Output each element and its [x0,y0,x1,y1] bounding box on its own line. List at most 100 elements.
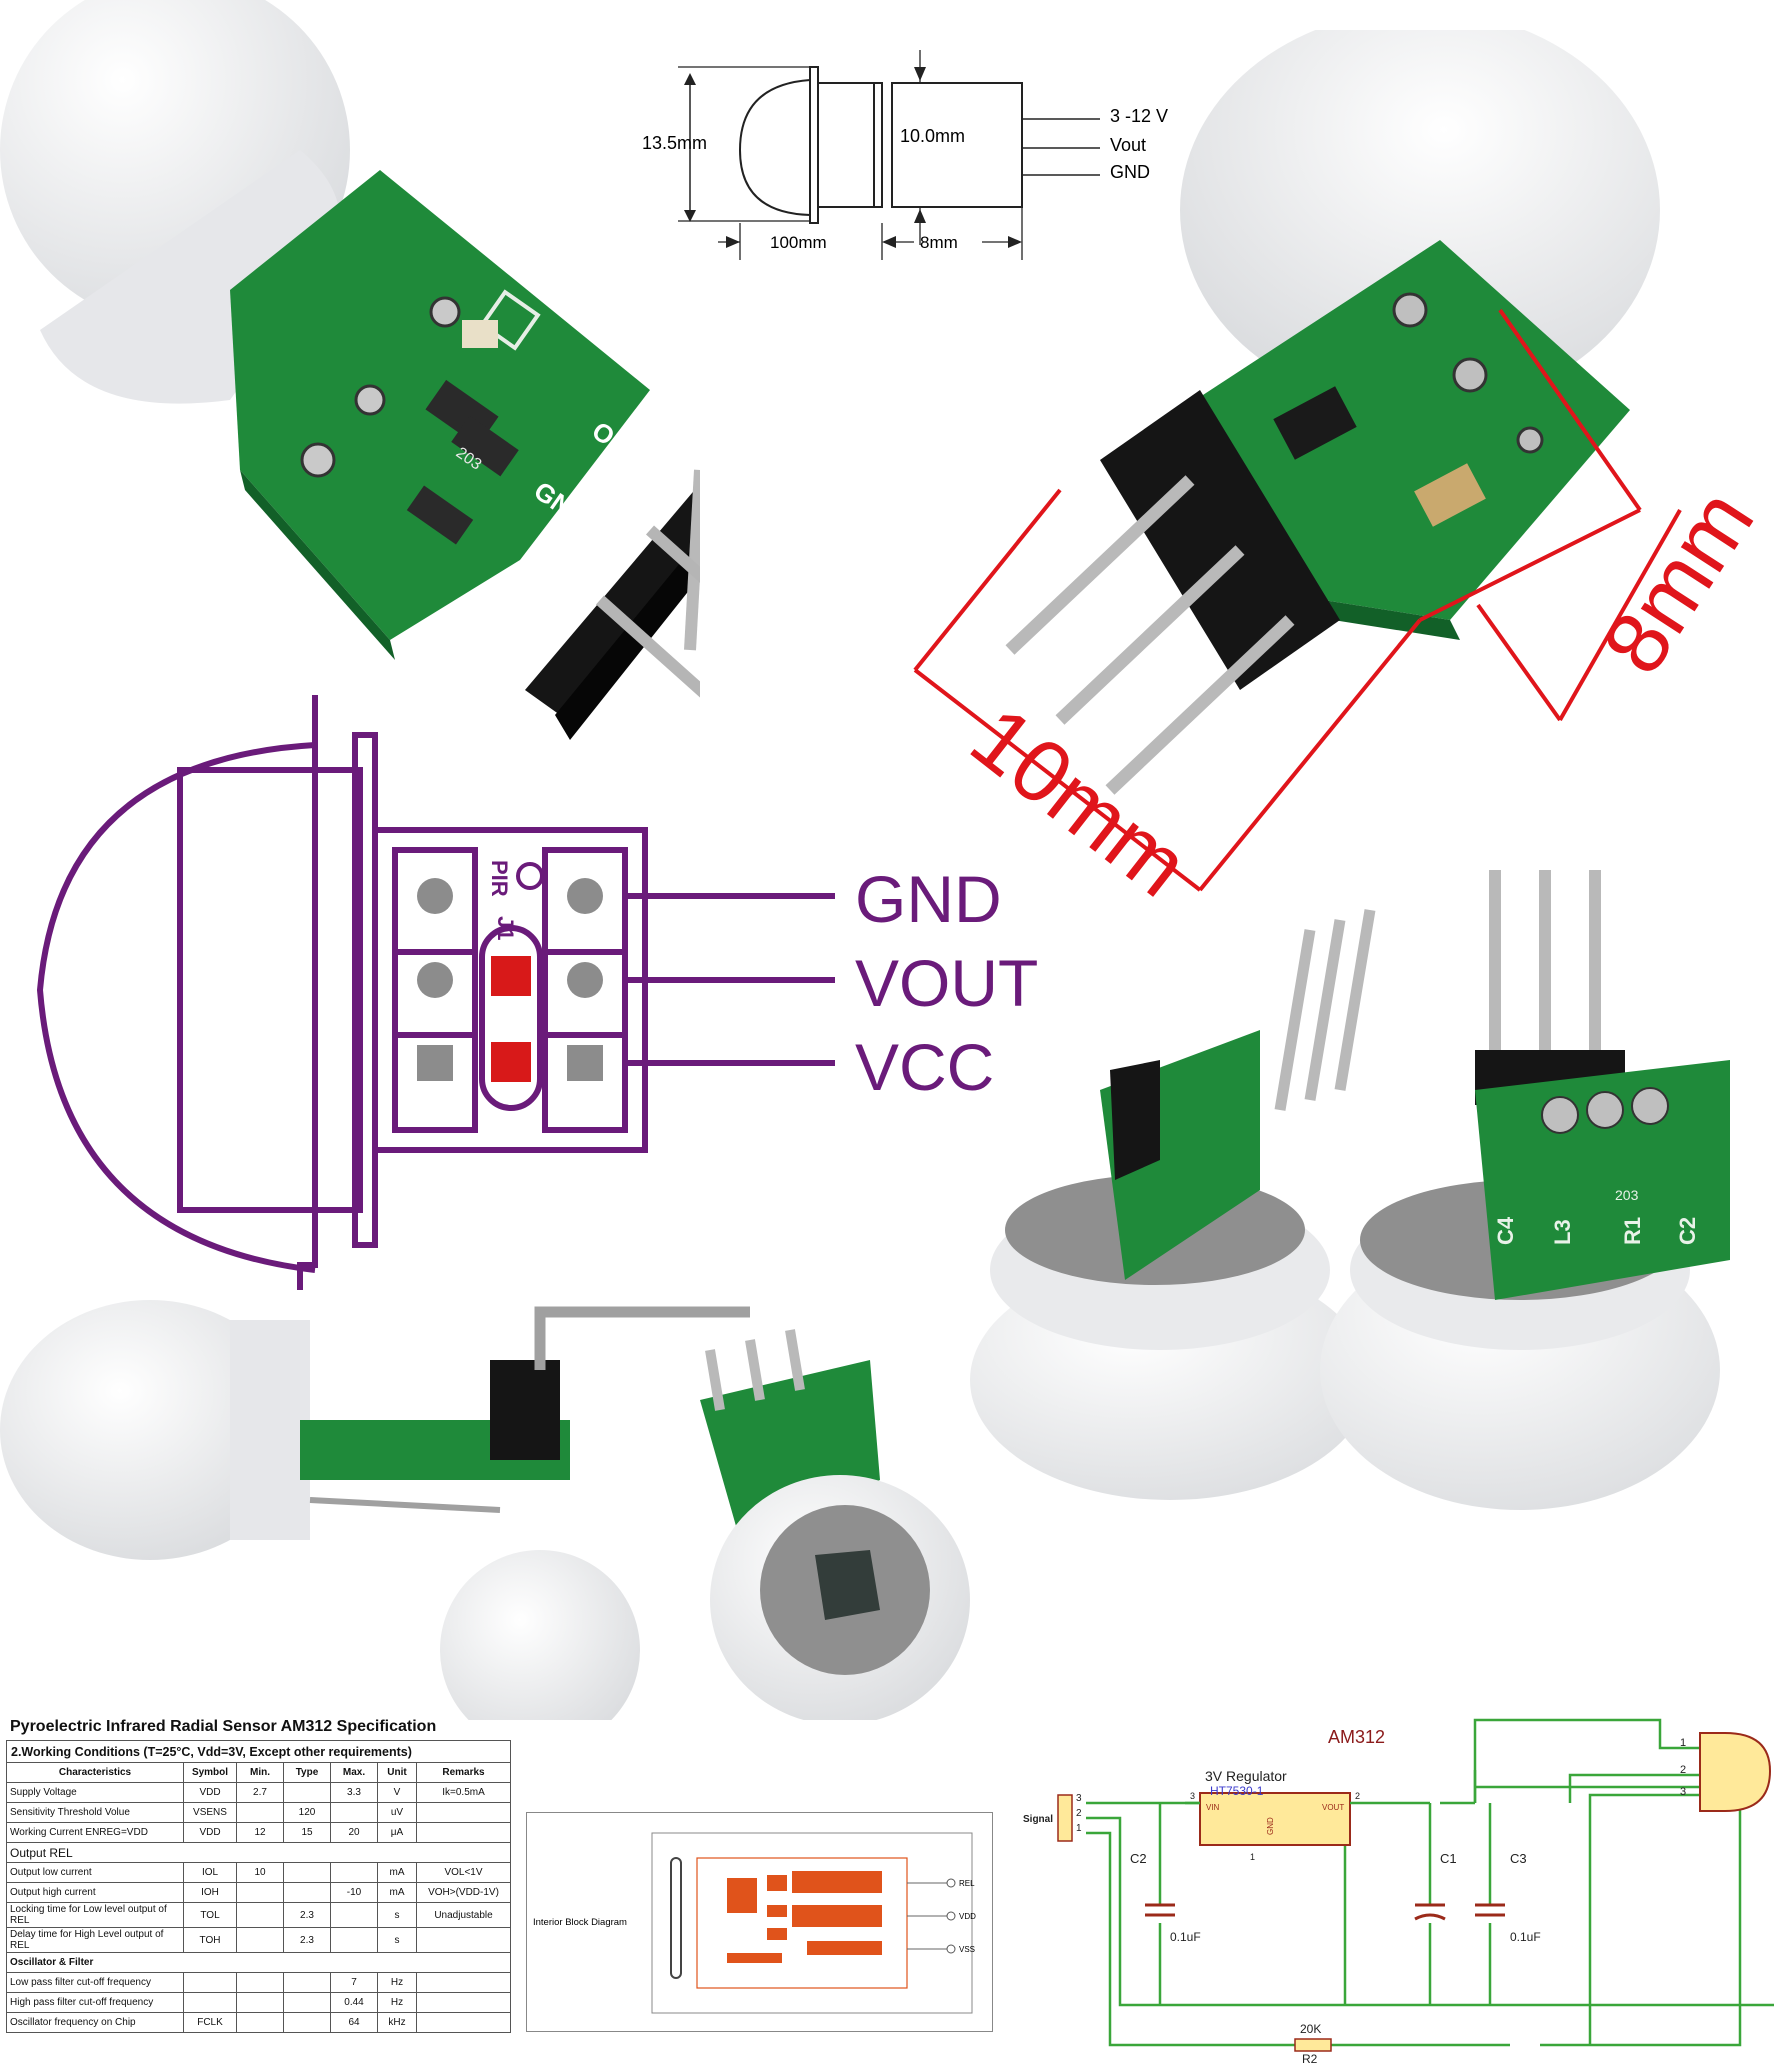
cell-name: Low pass filter cut-off frequency [6,1972,184,1993]
cell-min [236,1972,284,1993]
sensor-pin-2: 2 [1680,1764,1686,1776]
cell-unit: kHz [377,2012,417,2033]
jumper-pad-bottom [491,1042,531,1082]
cell-max: 20 [330,1822,378,1843]
cell-rem [416,1802,511,1823]
cell-unit: Hz [377,1972,417,1993]
dome-length-label: 100mm [770,233,827,252]
pad-vout-left [417,962,453,998]
schematic-title: AM312 [1328,1727,1385,1747]
pad-vcc-right [567,1045,603,1081]
pin-vcc: VCC [855,1030,994,1104]
r2-name: R2 [1302,2052,1318,2065]
cell-name: Supply Voltage [6,1782,184,1803]
cell-name: Locking time for Low level output of REL [6,1902,184,1928]
cell-rem [416,1927,511,1953]
depth-8mm-label: 8mm [1583,472,1773,690]
col-unit: Unit [377,1762,417,1783]
height-label: 13.5mm [642,133,707,153]
cell-rem: VOL<1V [416,1862,511,1883]
cell-sym: TOL [183,1902,237,1928]
cell-name: High pass filter cut-off frequency [6,1992,184,2013]
cell-unit: uV [377,1802,417,1823]
jumper-label: J1 [493,916,518,940]
reg-pin-num-1: 1 [1250,1852,1255,1862]
sensor-pin-3: 3 [1680,1786,1686,1798]
reg-pin-num-2: 2 [1355,1791,1360,1801]
pin-gnd-label: GND [1110,162,1150,182]
pad-gnd-left [417,878,453,914]
cell-typ [283,1862,331,1883]
dimension-drawing: 13.5mm 10.0mm 3 -12 V Vout GND 100mm 8mm [642,50,1168,260]
c2-name: C2 [1130,1851,1147,1866]
col-characteristics: Characteristics [6,1762,184,1783]
cell-unit: mA [377,1882,417,1903]
spec-table: 2.Working Conditions (T=25°C, Vdd=3V, Ex… [6,1740,511,2033]
silk-c2: C2 [1675,1217,1700,1245]
col-min: Min. [236,1762,284,1783]
section-output: Output REL [6,1842,511,1863]
cell-typ [283,2012,331,2033]
cell-sym [183,1992,237,2013]
cell-name: Output low current [6,1862,184,1883]
block-out-rel: REL [959,1879,975,1888]
cell-typ: 120 [283,1802,331,1823]
col-type: Type [283,1762,331,1783]
cell-sym: TOH [183,1927,237,1953]
pad-gnd-right [567,878,603,914]
cell-rem: VOH>(VDD-1V) [416,1882,511,1903]
cell-max: 64 [330,2012,378,2033]
sensor-pin-1: 1 [1680,1737,1686,1749]
cell-sym: VDD [183,1782,237,1803]
cell-min [236,1927,284,1953]
block-out-vss: VSS [959,1945,975,1954]
spec-title: Pyroelectric Infrared Radial Sensor AM31… [10,1718,437,1735]
width-label: 10.0mm [900,126,965,146]
cell-min: 12 [236,1822,284,1843]
cell-rem [416,2012,511,2033]
cell-max: -10 [330,1882,378,1903]
col-symbol: Symbol [183,1762,237,1783]
silk-203: 203 [1615,1187,1639,1203]
conditions-row: 2.Working Conditions (T=25°C, Vdd=3V, Ex… [6,1740,511,1763]
cell-name: Working Current ENREG=VDD [6,1822,184,1843]
col-remarks: Remarks [416,1762,511,1783]
pad-vcc-left [417,1045,453,1081]
block-out-vdd: VDD [959,1912,976,1921]
section-filter: Oscillator & Filter [6,1952,511,1973]
cell-rem [416,1972,511,1993]
table-row: Locking time for Low level output of REL… [6,1902,511,1928]
c1-name: C1 [1440,1851,1457,1866]
reg-pin-vin: VIN [1206,1803,1220,1812]
cell-rem: Unadjustable [416,1902,511,1928]
cell-sym: VDD [183,1822,237,1843]
cell-min [236,1992,284,2013]
sensor-module-photo-disassembled [0,1300,970,1720]
cell-name: Output high current [6,1882,184,1903]
cell-min [236,1902,284,1928]
cell-min [236,1882,284,1903]
c2-value: 0.1uF [1170,1930,1201,1944]
c3-value: 0.1uF [1510,1930,1541,1944]
cell-min [236,1802,284,1823]
pin-gnd: GND [855,862,1002,936]
cell-typ: 15 [283,1822,331,1843]
cell-max [330,1802,378,1823]
cell-min: 10 [236,1862,284,1883]
cell-sym: VSENS [183,1802,237,1823]
connector-label: Signal [1023,1814,1053,1825]
regulator-title: 3V Regulator [1205,1768,1287,1784]
pir-label: PIR [487,860,512,897]
cell-max [330,1927,378,1953]
silk-l3: L3 [1550,1219,1575,1245]
cell-max [330,1862,378,1883]
cell-sym: FCLK [183,2012,237,2033]
sensor-module-photo-dimensions: 10mm 8mm [913,30,1773,900]
cell-typ: 2.3 [283,1927,331,1953]
body-length-label: 8mm [920,233,958,252]
